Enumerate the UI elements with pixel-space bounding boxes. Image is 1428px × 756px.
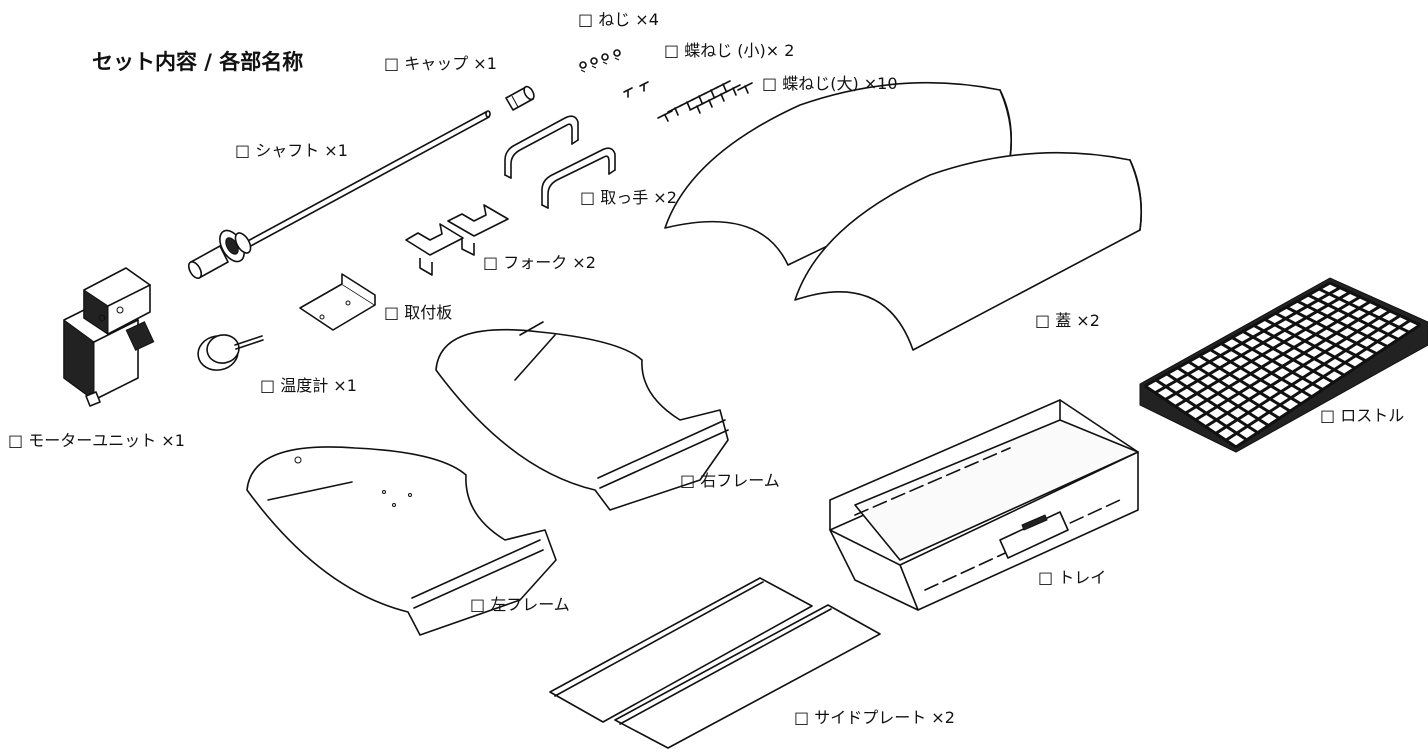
grill-bar	[1165, 372, 1259, 434]
grill-bar	[1144, 281, 1331, 388]
grill-bar	[1296, 299, 1389, 348]
label-shaft: □ シャフト ×1	[235, 141, 348, 160]
grill-bar	[1285, 305, 1378, 356]
label-fork: □ フォーク ×2	[483, 253, 596, 272]
label-handle: □ 取っ手 ×2	[580, 188, 677, 207]
grill-bar	[1184, 300, 1371, 415]
label-screw: □ ねじ ×4	[578, 10, 659, 29]
label-grill: □ ロストル	[1320, 406, 1405, 425]
grill-bar	[1220, 342, 1313, 399]
forks-drawing	[405, 204, 509, 276]
grill-bar	[1307, 293, 1400, 341]
grill-bar	[1235, 323, 1421, 449]
handles-drawing	[504, 115, 616, 209]
grill-drawing	[1139, 277, 1428, 453]
cap-drawing	[505, 85, 535, 111]
grill-bar	[1174, 295, 1361, 408]
tray-drawing	[829, 399, 1139, 611]
grill-bar	[1242, 330, 1335, 384]
label-mount-plate: □ 取付板	[384, 303, 453, 322]
label-side-plate: □ サイドプレート ×2	[794, 708, 955, 727]
grill-bar	[1154, 286, 1341, 395]
mount-plate-drawing	[299, 273, 376, 331]
label-motor-unit: □ モーターユニット ×1	[8, 431, 185, 450]
grill-bar	[1144, 384, 1237, 449]
small-wing-screws-drawing	[623, 81, 649, 98]
grill-bar	[1318, 287, 1410, 334]
left-frame-drawing	[246, 446, 557, 636]
label-cap: □ キャップ ×1	[384, 54, 497, 73]
grill-bar	[1194, 305, 1381, 422]
grill-bar	[1274, 311, 1367, 363]
grill-bar	[1198, 354, 1291, 413]
grill-bar	[1231, 336, 1324, 391]
grill-bar	[1187, 360, 1281, 420]
label-wing-screw-large: □ 蝶ねじ(大) ×10	[762, 74, 898, 93]
grill-bar	[1263, 318, 1356, 370]
right-frame-drawing	[435, 321, 729, 511]
label-left-frame: □ 左フレーム	[470, 595, 570, 614]
grill-bar	[1176, 366, 1270, 427]
label-thermometer: □ 温度計 ×1	[260, 376, 357, 395]
lids-drawing	[664, 81, 1143, 351]
grill-bar	[1214, 314, 1401, 435]
shaft-drawing	[187, 110, 491, 279]
grill-bar	[1329, 281, 1421, 327]
large-wing-screws-drawing	[657, 80, 753, 122]
grill-bar	[1164, 291, 1351, 401]
page-title: セット内容 / 各部名称	[92, 50, 304, 74]
label-lid: □ 蓋 ×2	[1035, 311, 1100, 330]
label-wing-screw-small: □ 蝶ねじ (小)× 2	[664, 41, 795, 60]
screws-drawing	[579, 49, 621, 73]
label-tray: □ トレイ	[1038, 568, 1107, 587]
grill-bar	[1209, 348, 1302, 406]
grill-bar	[1155, 378, 1248, 442]
grill-bar	[1253, 324, 1345, 377]
grill-bar	[1204, 309, 1391, 428]
motor-unit-drawing	[63, 267, 155, 407]
thermometer-drawing	[197, 334, 264, 371]
grill-bar	[1225, 319, 1411, 442]
side-plates-drawing	[549, 577, 881, 749]
label-right-frame: □ 右フレーム	[680, 471, 780, 490]
